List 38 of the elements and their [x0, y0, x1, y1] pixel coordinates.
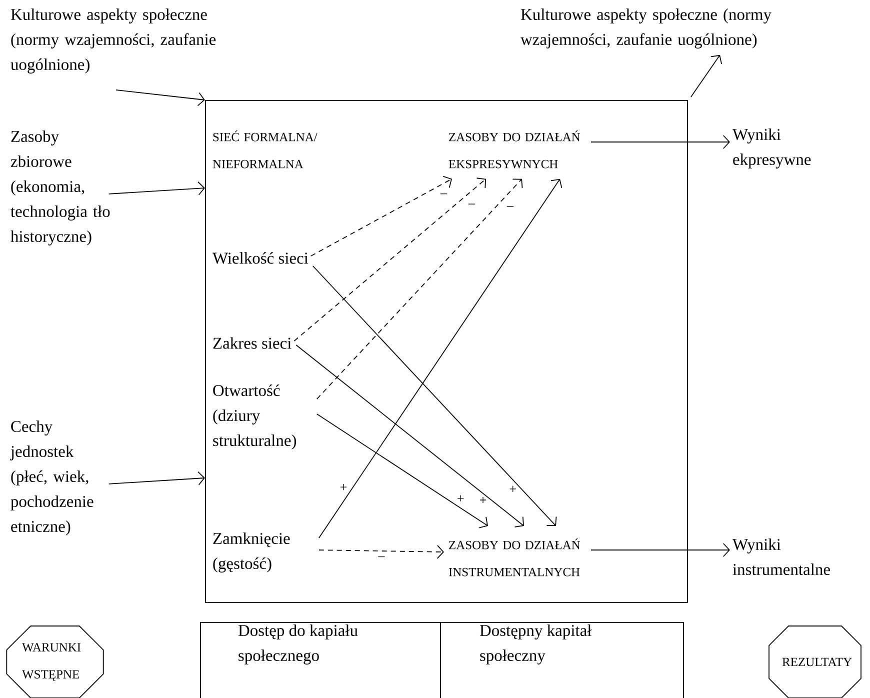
- arrow: [316, 414, 488, 528]
- edge-label: –: [378, 556, 385, 558]
- arrow: [590, 543, 730, 557]
- edge-label: +: [340, 484, 347, 490]
- edge-label: +: [458, 495, 464, 502]
- edge-label: +: [510, 486, 516, 492]
- arrow: [108, 181, 205, 196]
- factor-label: Zakres sieci: [213, 337, 292, 349]
- stage-octagon: WARUNKI WSTĘPNE: [6, 626, 104, 698]
- factor-label: Wielkość sieci: [212, 252, 308, 264]
- outer-text: Cechy jednostek (płeć, wiek, pochodzenie etniczne): [10, 420, 94, 536]
- outcome-label: Wyniki instrumentalne: [732, 538, 830, 576]
- resource-heading: ZASOBY DO DZIAŁAŃ EKSPRESYWNYCH: [448, 130, 580, 168]
- arrow: [312, 266, 557, 526]
- resource-heading: ZASOBY DO DZIAŁAŃ INSTRUMENTALNYCH: [448, 538, 580, 576]
- arrow: [116, 89, 205, 106]
- edge-label: –: [506, 206, 514, 207]
- arrow: [108, 471, 205, 486]
- stage-octagon: REZULTATY: [768, 626, 862, 698]
- outcome-label: Wyniki ekpresywne: [732, 128, 811, 168]
- arrow: [310, 176, 452, 256]
- stage-box: Dostępny kapitał społeczny: [440, 622, 684, 698]
- factor-label: Otwartość (dziury strukturalne): [213, 384, 296, 450]
- arrow: [294, 178, 486, 342]
- arrow: [690, 54, 722, 98]
- section-heading: SIEĆ FORMALNA/ NIEFORMALNA: [212, 130, 318, 168]
- arrow: [316, 178, 523, 400]
- outer-text: Kulturowe aspekty społeczne (normy wzajemności, zaufanie uogólnione): [10, 8, 216, 74]
- arrow: [318, 178, 562, 538]
- arrow: [318, 544, 444, 559]
- arrow: [590, 135, 730, 149]
- factor-label: Zamknięcie (gęstość): [213, 532, 290, 572]
- edge-label: +: [480, 497, 486, 504]
- network-frame: [205, 100, 688, 603]
- stage-box: Dostęp do kapiału społecznego: [200, 622, 441, 698]
- outer-text: Kulturowe aspekty społeczne (normy wzajemności, zaufanie uogólnione): [520, 8, 772, 48]
- outer-text: Zasoby zbiorowe (ekonomia, technologia tło historyczne): [10, 130, 110, 246]
- arrow: [296, 344, 524, 528]
